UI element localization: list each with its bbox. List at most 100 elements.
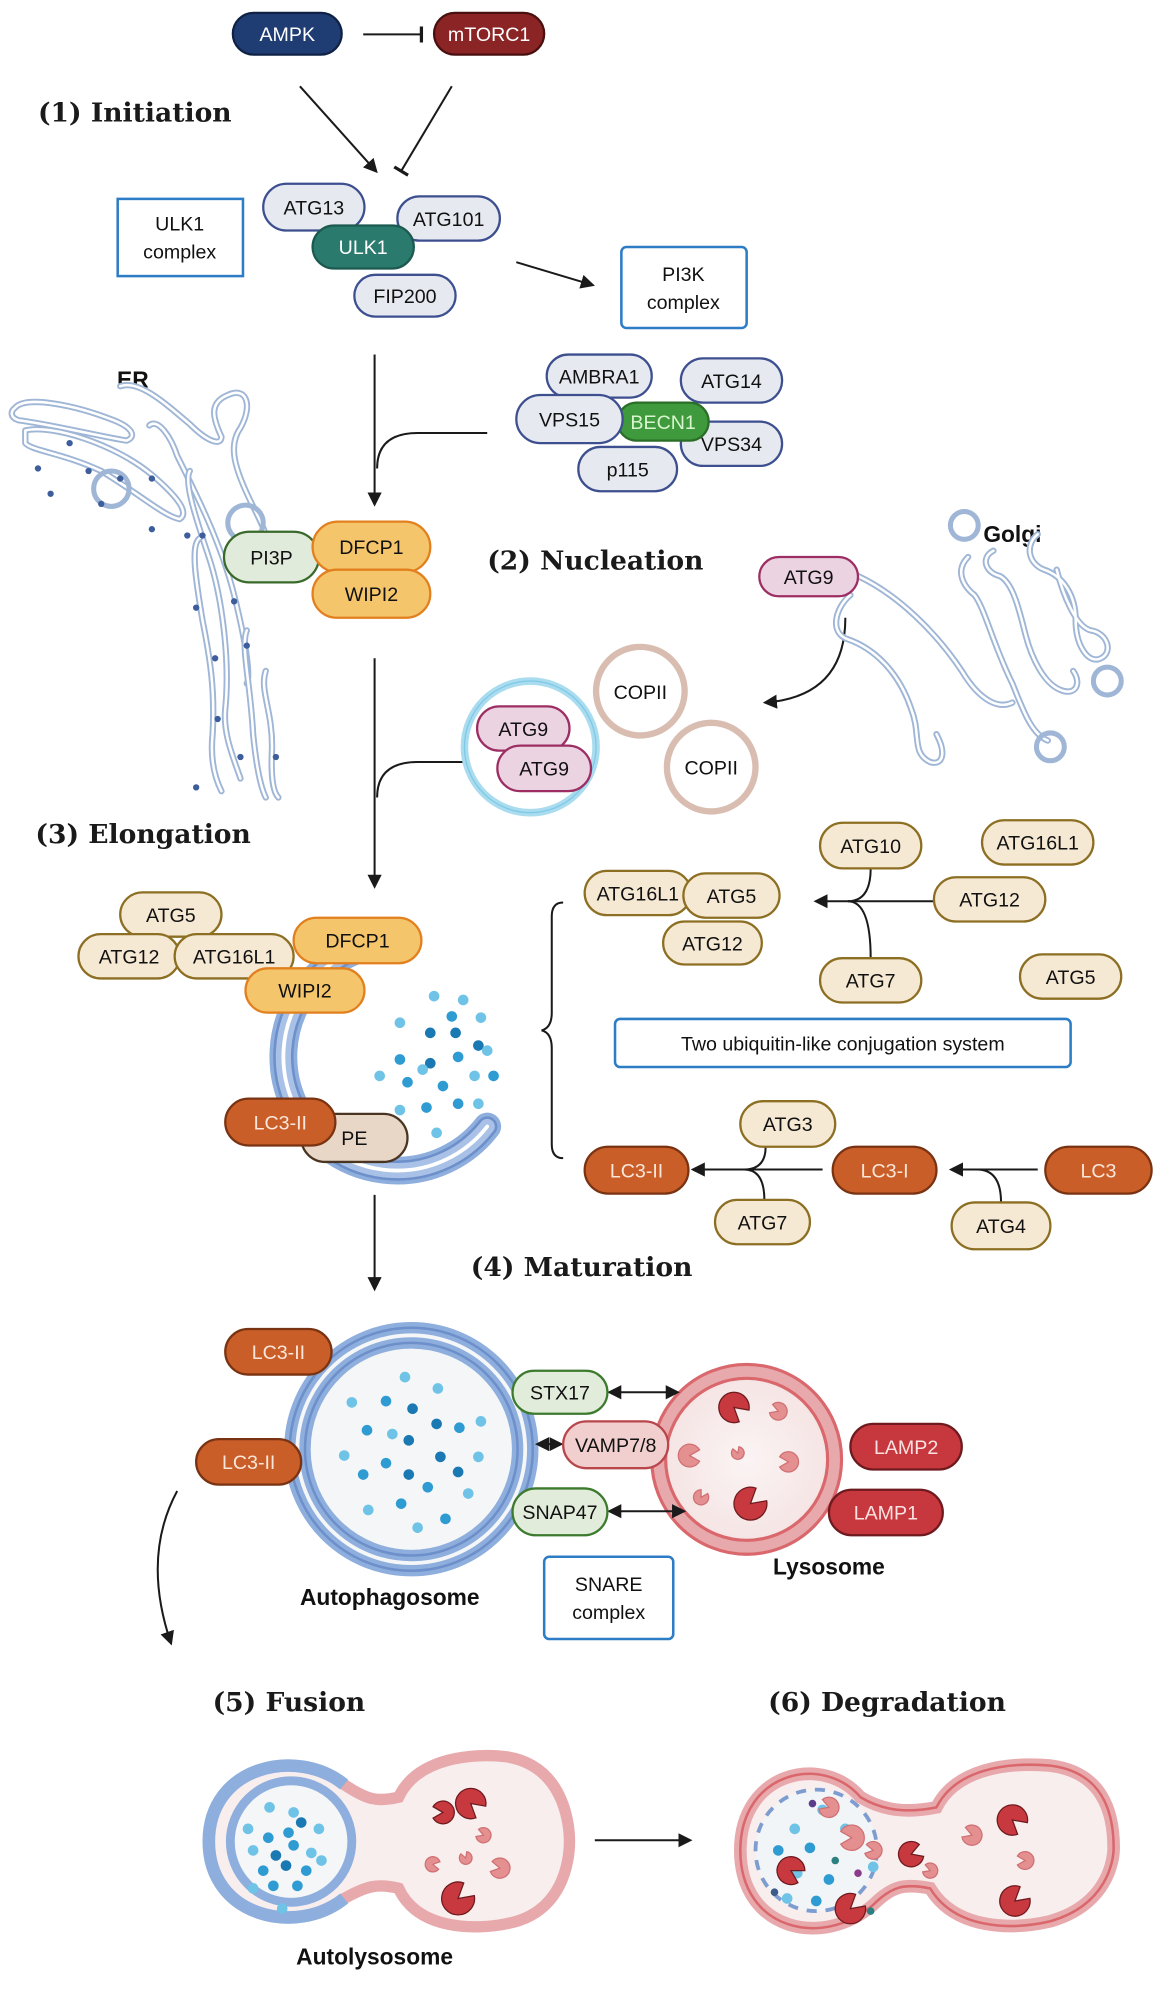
er-cisterna-lumen-8 [262, 669, 280, 799]
protein-ambra1: AMBRA1 [545, 353, 653, 399]
protein-ampk: AMPK [231, 11, 343, 56]
cargo-particle [380, 1457, 392, 1469]
protein-label: ATG9 [784, 567, 834, 589]
atg3-branch [744, 1146, 767, 1171]
cargo-particle [346, 1397, 358, 1408]
protein-pill-shape [562, 1420, 670, 1470]
protein-label: STX17 [530, 1383, 590, 1405]
protein-atg12-elongation: ATG12 [77, 933, 181, 980]
protein-label: SNAP47 [522, 1502, 597, 1524]
conjugation-brace [541, 901, 564, 1160]
cargo-particle [280, 1860, 292, 1871]
cargo-particle [394, 1017, 406, 1029]
lysosomal-enzyme [718, 1391, 750, 1424]
cargo-particle [305, 1847, 317, 1859]
cargo-particle [424, 1027, 436, 1039]
protein-atg101: ATG101 [396, 195, 502, 242]
pi3k-complex-line1: PI3K [662, 264, 705, 286]
protein-lc3: LC3 [1044, 1145, 1153, 1195]
lysosomal-enzyme-small [864, 1840, 883, 1860]
degradation-fragment [808, 1799, 817, 1808]
protein-label: LC3-II [254, 1112, 307, 1134]
cargo-particle [475, 1012, 487, 1023]
protein-atg5-conjugate: ATG5 [682, 872, 781, 919]
protein-pill-shape [713, 1198, 812, 1246]
lysosomal-enzyme [441, 1881, 476, 1916]
protein-pill-shape [682, 872, 781, 919]
lysosomal-enzyme-small [424, 1856, 441, 1873]
cargo-particle [469, 1070, 480, 1082]
protein-atg16l1-free: ATG16L1 [980, 819, 1095, 866]
protein-label: PI3P [250, 547, 293, 569]
ribosome [98, 500, 105, 508]
atg9-join-curve [376, 761, 466, 798]
cargo-particle [462, 1488, 474, 1499]
protein-snap47: SNAP47 [511, 1487, 609, 1537]
er-cisterna-lumen-1 [10, 400, 134, 442]
ribosome [66, 439, 73, 447]
protein-label: LC3-II [222, 1452, 275, 1474]
protein-label: p115 [607, 459, 649, 481]
cargo-particle [457, 994, 469, 1006]
cargo-particle [262, 1832, 274, 1844]
degrading-autolysosome [733, 1758, 1120, 1935]
stage-title-fusion: (5) Fusion [213, 1687, 366, 1718]
lysosome-label: Lysosome [773, 1554, 885, 1580]
degradation-fragment [866, 1907, 875, 1915]
degradation-fragment [831, 1856, 840, 1865]
ribosome [237, 753, 244, 761]
protein-label: FIP200 [373, 286, 436, 308]
ribosome [34, 465, 42, 472]
protein-pill-shape [831, 1145, 938, 1195]
protein-pill-shape [224, 1327, 333, 1376]
protein-lc3-ii-product: LC3-II [583, 1145, 690, 1195]
ulk1-complex-box: ULK1 complex [116, 197, 245, 278]
cargo-particle [403, 1469, 415, 1480]
protein-pill-shape [818, 821, 923, 870]
cargo-particle [450, 1027, 461, 1039]
protein-label: BECN1 [630, 412, 695, 434]
golgi-cisterna-lumen-5 [959, 555, 1050, 742]
autophagosome [284, 1322, 539, 1577]
golgi-cisterna-3 [832, 591, 946, 766]
mtorc1-inhibits-ulk1-arrow [393, 85, 453, 177]
copii-vesicle-1: COPII [592, 643, 688, 739]
cargo-particle [432, 1383, 444, 1394]
lysosomal-enzyme-small [458, 1851, 473, 1865]
pi3k-complex-box: PI3K complex [620, 245, 748, 330]
ribosome [184, 532, 191, 539]
protein-pill-shape [496, 744, 593, 793]
protein-label: LC3-I [861, 1160, 909, 1182]
lysosomal-enzyme-small [475, 1827, 492, 1844]
stage-title-degradation: (6) Degradation [768, 1687, 1006, 1718]
protein-lc3-ii-autophagosome-1: LC3-II [224, 1327, 333, 1376]
cargo-particle [452, 1466, 464, 1478]
protein-atg7-e1-second: ATG7 [713, 1198, 812, 1246]
protein-pill-shape [511, 1369, 609, 1415]
protein-atg13-initiation: ATG13 [262, 182, 366, 232]
golgi-vesicle [1033, 730, 1067, 764]
er-organelle [8, 381, 282, 801]
protein-lamp2: LAMP2 [849, 1422, 963, 1471]
protein-label: PE [341, 1128, 367, 1150]
protein-label: ULK1 [339, 237, 388, 259]
er-cisterna-7 [241, 627, 269, 801]
conjugation-system-text: Two ubiquitin-like conjugation system [681, 1034, 1005, 1056]
protein-pill-shape [511, 1487, 609, 1537]
lysosomal-enzyme-small [1016, 1851, 1035, 1870]
protein-label: ATG14 [701, 371, 762, 393]
cargo-particle [395, 1498, 407, 1509]
lysosomal-enzyme-small [839, 1824, 865, 1851]
cargo-particle [481, 1045, 493, 1056]
protein-label: LC3 [1080, 1160, 1116, 1182]
lysosomal-enzyme-small [730, 1446, 745, 1460]
protein-atg9-vesicle-2: ATG9 [496, 744, 593, 793]
protein-pill-shape [980, 819, 1095, 866]
atg7-branch-2 [744, 1168, 766, 1200]
lysosomal-enzyme-small [489, 1857, 511, 1879]
protein-pill-shape [311, 568, 432, 619]
protein-label: LAMP2 [874, 1437, 938, 1459]
ribosome [117, 475, 124, 482]
protein-atg9-vesicle-1: ATG9 [475, 705, 571, 752]
golgi-to-copii-arrow [762, 617, 847, 709]
